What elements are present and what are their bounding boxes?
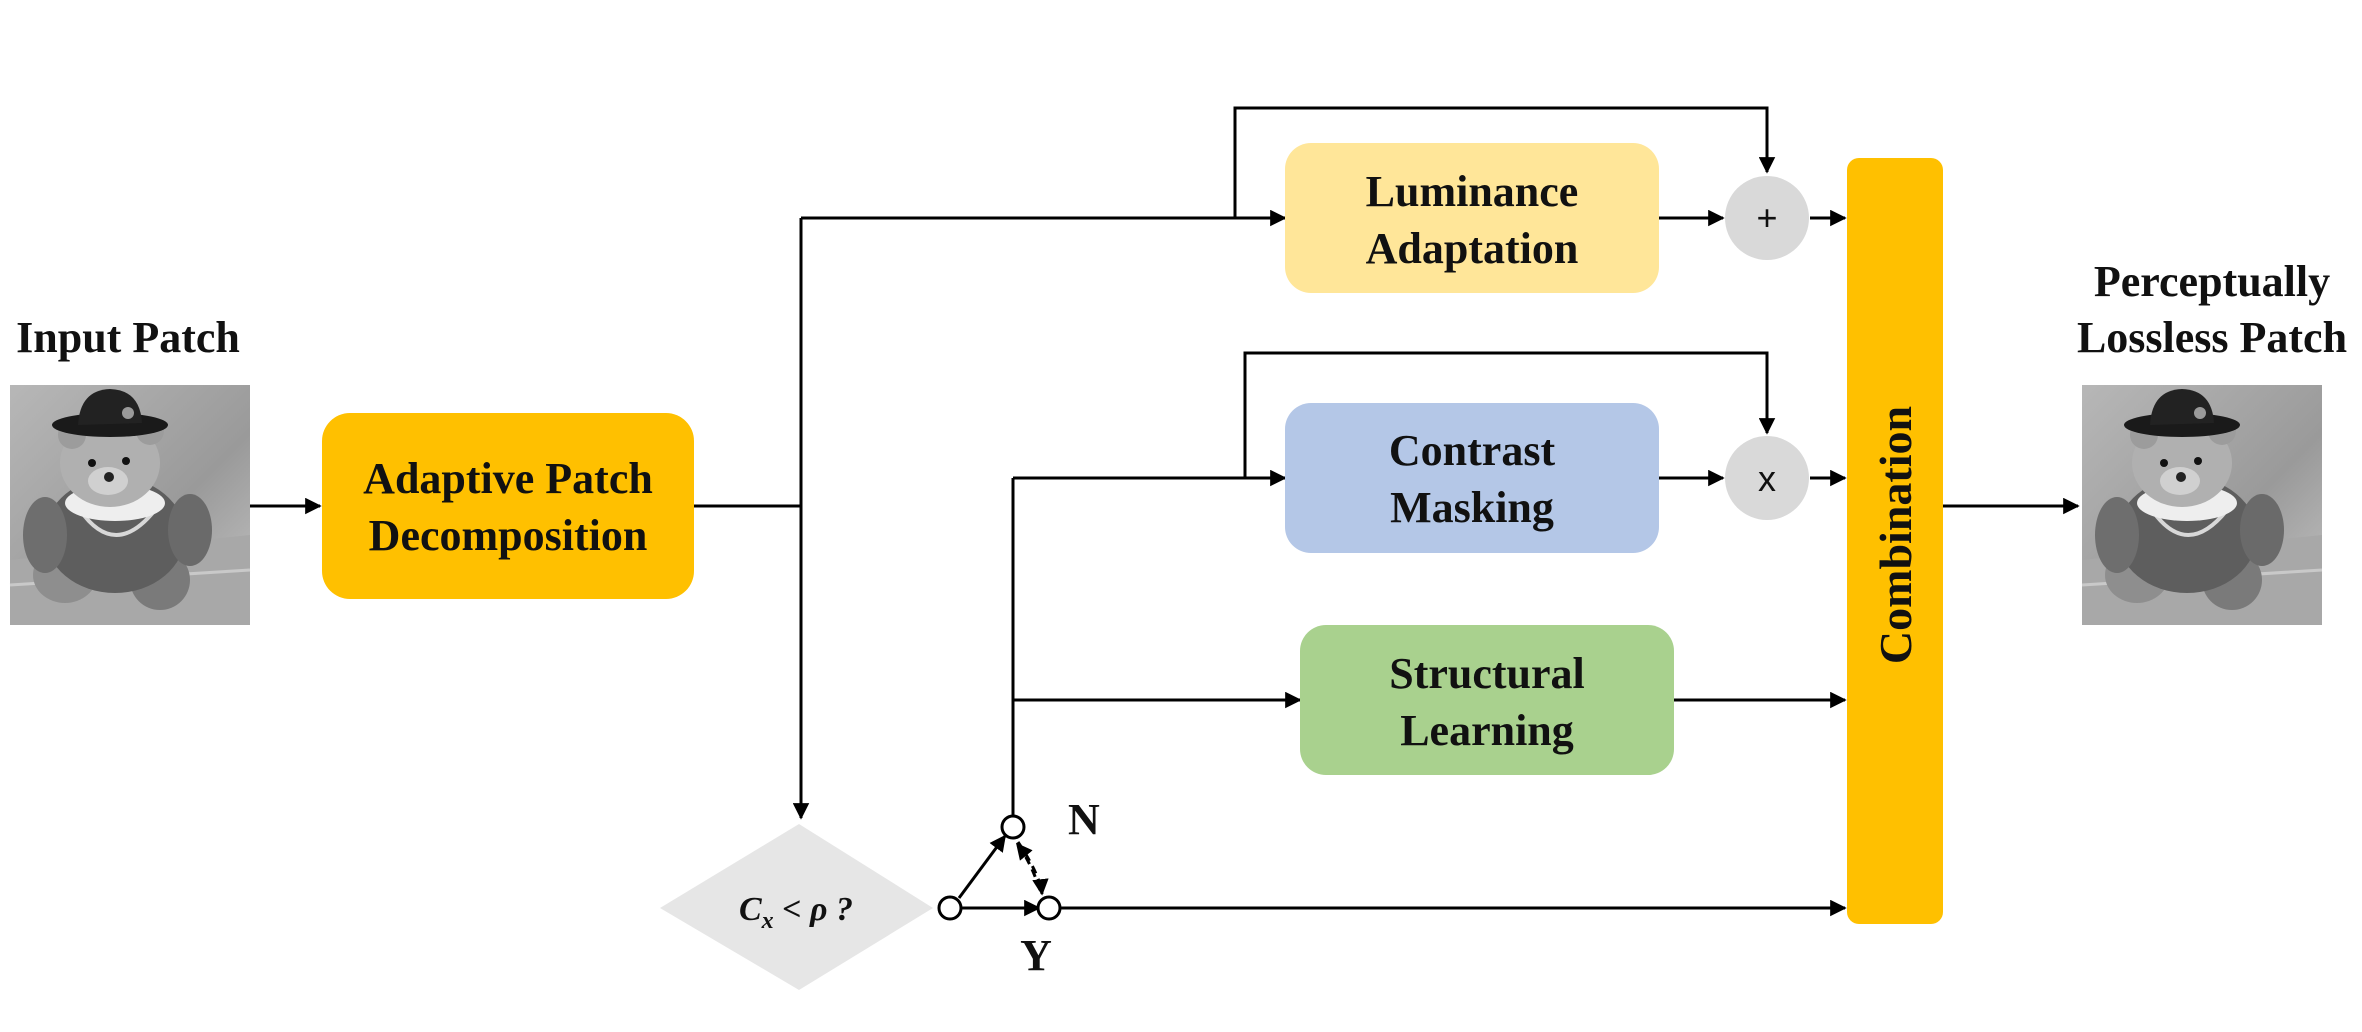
switch-source-node (937, 895, 963, 921)
yes-label: Y (1020, 931, 1052, 980)
contrast-masking-block: Contrast Masking (1285, 403, 1659, 553)
structural-label-line1: Structural (1389, 649, 1585, 698)
combination-block: Combination (1847, 158, 1943, 924)
luminance-adaptation-block: Luminance Adaptation (1285, 143, 1659, 293)
luminance-label-line2: Adaptation (1366, 224, 1579, 273)
input-patch-image (8, 383, 252, 627)
no-label: N (1068, 795, 1100, 844)
adaptive-patch-decomposition-block: Adaptive Patch Decomposition (322, 413, 694, 599)
combination-label: Combination (1870, 406, 1921, 664)
plus-icon: + (1756, 197, 1777, 238)
add-operator: + (1725, 176, 1809, 260)
multiply-icon: x (1758, 458, 1776, 499)
decomposition-label-line2: Decomposition (369, 511, 648, 560)
output-patch-title-line2: Lossless Patch (2077, 313, 2347, 362)
connector-lines (250, 106, 2080, 917)
condition-label: Cx < ρ ? (739, 891, 853, 934)
switch-no-node (1000, 814, 1026, 840)
luminance-label-line1: Luminance (1366, 167, 1579, 216)
multiply-operator: x (1725, 436, 1809, 520)
decision-diamond: Cx < ρ ? (660, 824, 933, 990)
output-patch-title-line1: Perceptually (2094, 257, 2330, 306)
output-patch-image (2080, 383, 2324, 627)
decomposition-label-line1: Adaptive Patch (363, 454, 653, 503)
contrast-label-line2: Masking (1390, 483, 1554, 532)
decision-switch: N Y (937, 795, 1100, 980)
structural-learning-block: Structural Learning (1300, 625, 1674, 775)
input-patch-title: Input Patch (16, 313, 240, 362)
contrast-label-line1: Contrast (1389, 426, 1556, 475)
structural-label-line2: Learning (1400, 706, 1574, 755)
switch-yes-node (1036, 895, 1062, 921)
